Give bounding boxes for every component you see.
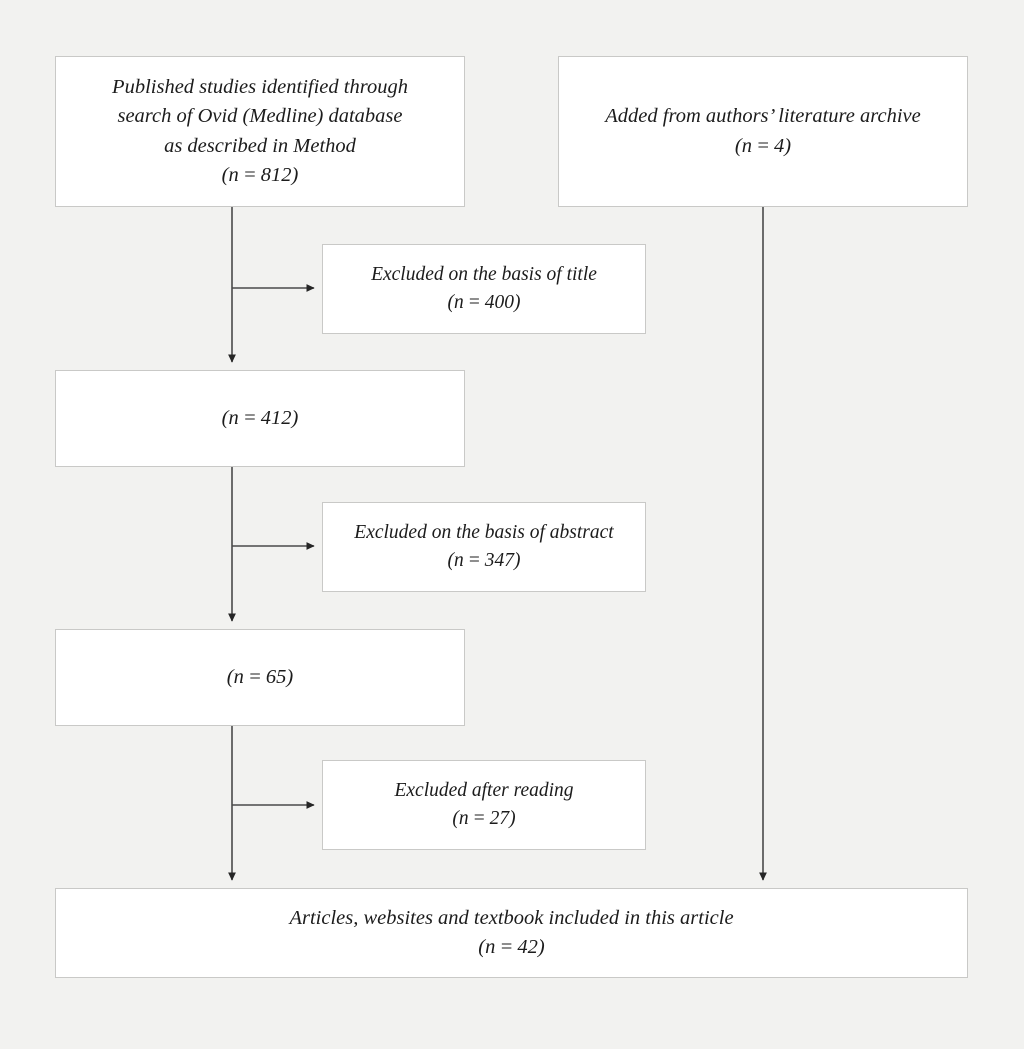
node-count: (n = 347) xyxy=(447,550,521,571)
node-excluded-by-abstract: Excluded on the basis of abstract (n = 3… xyxy=(322,502,646,592)
node-count: (n = 65) xyxy=(226,665,294,688)
node-text-line: Added from authors’ literature archive xyxy=(605,105,921,128)
node-excluded-after-reading: Excluded after reading (n = 27) xyxy=(322,760,646,850)
node-text-line: Published studies identified through xyxy=(112,76,408,99)
node-text-line: Excluded on the basis of abstract xyxy=(354,522,614,544)
node-text-line: as described in Method xyxy=(164,134,356,157)
node-text-line: Excluded after reading xyxy=(394,780,574,802)
node-abstracts-screened: (n = 65) xyxy=(55,629,465,726)
node-count: (n = 27) xyxy=(452,808,516,829)
node-count: (n = 812) xyxy=(221,163,299,186)
node-articles-included: Articles, websites and textbook included… xyxy=(55,888,968,978)
node-text-line: Articles, websites and textbook included… xyxy=(289,906,734,929)
node-count: (n = 412) xyxy=(221,406,299,429)
node-text-line: search of Ovid (Medline) database xyxy=(117,105,403,128)
node-count: (n = 400) xyxy=(447,292,521,313)
node-count: (n = 4) xyxy=(734,134,792,157)
node-count: (n = 42) xyxy=(478,936,545,958)
node-studies-identified: Published studies identified through sea… xyxy=(55,56,465,207)
node-added-from-archive: Added from authors’ literature archive (… xyxy=(558,56,968,207)
node-titles-screened: (n = 412) xyxy=(55,370,465,467)
node-text-line: Excluded on the basis of title xyxy=(371,264,597,286)
node-excluded-by-title: Excluded on the basis of title (n = 400) xyxy=(322,244,646,334)
